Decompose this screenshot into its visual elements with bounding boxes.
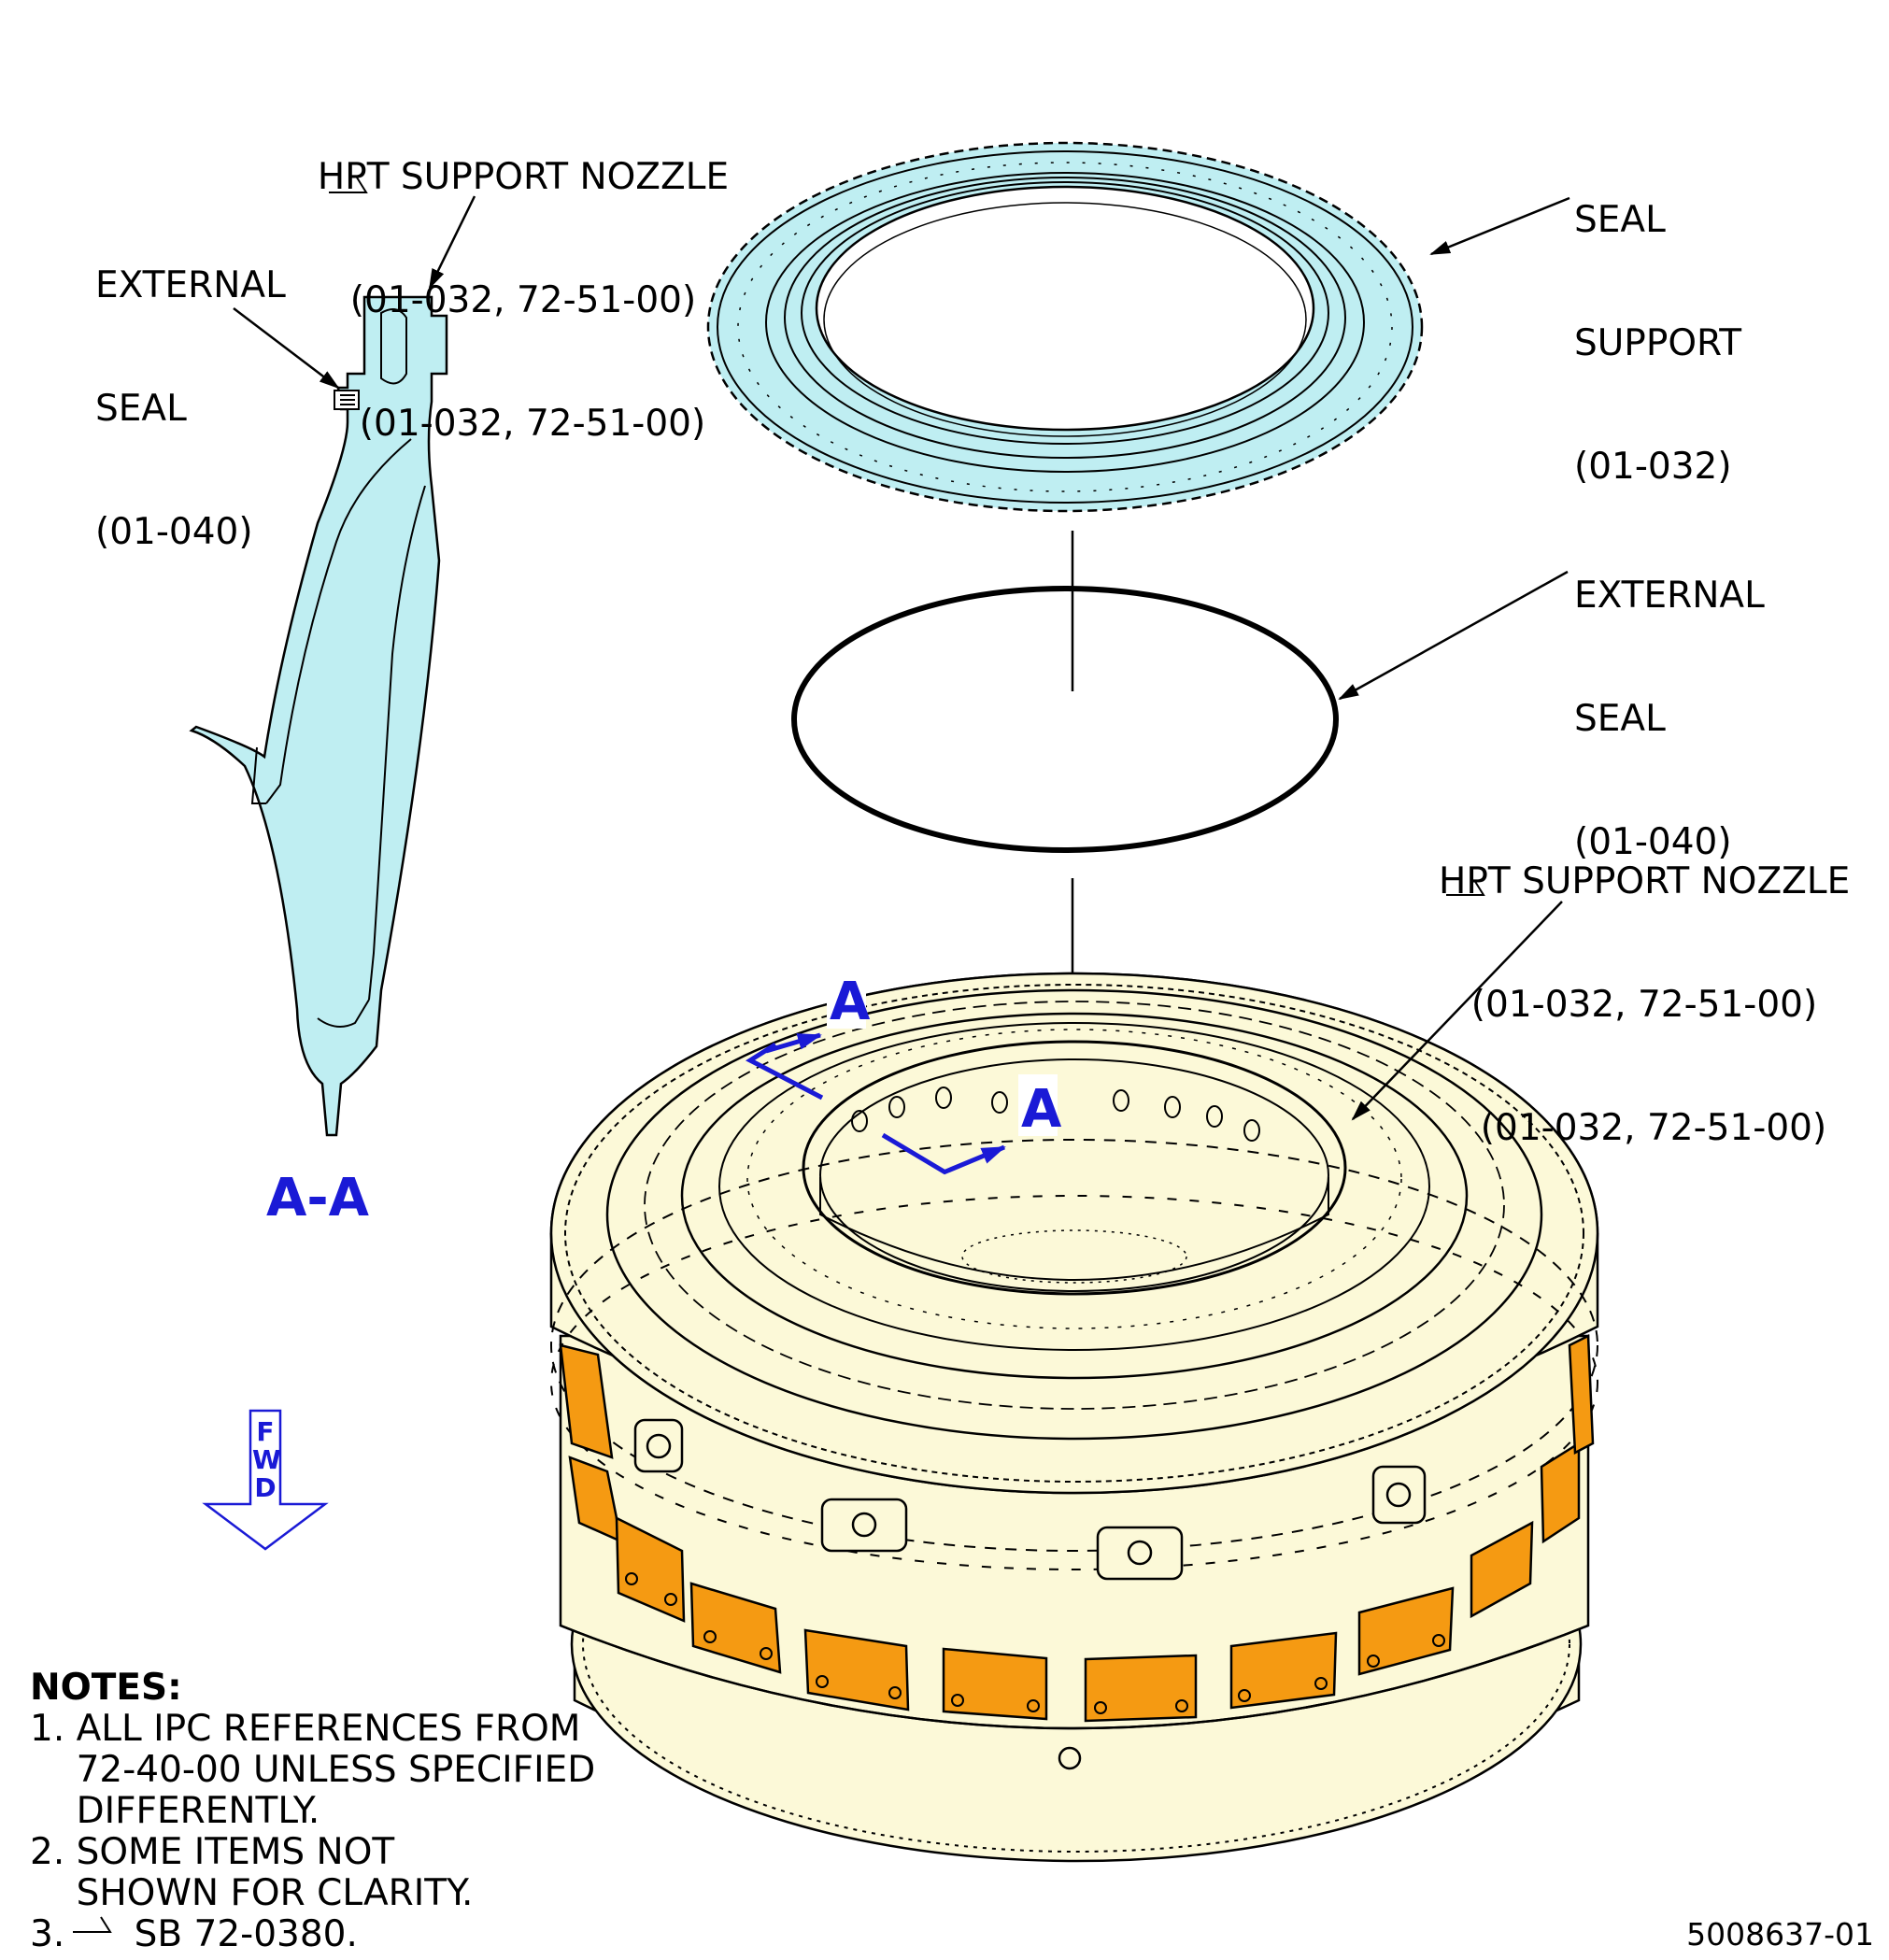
note-2: 2. SOME ITEMS NOT SHOWN FOR CLARITY.: [30, 1831, 474, 1914]
section-cut-markers: [745, 967, 1058, 1175]
section-marker-a-upper: A: [830, 972, 871, 1032]
leader-hpt-support-nozzle-assembly: [1351, 901, 1563, 1121]
orange-brackets: [559, 1334, 1595, 1723]
section-view-title: A-A: [266, 1168, 369, 1229]
note-1: 1. ALL IPC REFERENCES FROM 72-40-00 UNLE…: [30, 1708, 596, 1832]
notes-block: NOTES: 1. ALL IPC REFERENCES FROM 72-40-…: [30, 1668, 595, 1955]
fwd-arrow-icon: [202, 1409, 329, 1551]
seal-support-ring: [706, 141, 1424, 513]
bracket-bolts: [625, 1572, 1445, 1714]
leader-external-seal-ring: [1338, 570, 1569, 701]
external-seal-ring: [791, 586, 1339, 853]
label-external-seal-section: EXTERNAL SEAL (01-040): [95, 264, 286, 553]
hpt-support-nozzle-assembly: [549, 972, 1599, 1863]
section-marker-a-lower: A: [1021, 1079, 1062, 1140]
leader-seal-support: [1429, 196, 1570, 256]
fwd-label: F W D: [252, 1416, 281, 1503]
note-3: 3. SB 72-0380.: [30, 1913, 358, 1955]
label-external-seal-ring: EXTERNAL SEAL (01-040): [1574, 575, 1765, 863]
notes-heading: NOTES:: [30, 1667, 182, 1709]
document-number: 5008637-01: [1686, 1916, 1874, 1953]
sb-markers: [73, 177, 1485, 1933]
label-hpt-support-nozzle-section: HPT SUPPORT NOZZLE (01-032, 72-51-00) (0…: [317, 156, 730, 445]
label-hpt-support-nozzle-assembly: HPT SUPPORT NOZZLE (01-032, 72-51-00) (0…: [1439, 860, 1851, 1149]
leader-external-seal-section: [233, 307, 340, 390]
label-seal-support: SEAL SUPPORT (01-032): [1574, 199, 1742, 488]
leader-hpt-support-nozzle-section: [428, 195, 476, 290]
section-a-a-profile: [189, 295, 448, 1137]
